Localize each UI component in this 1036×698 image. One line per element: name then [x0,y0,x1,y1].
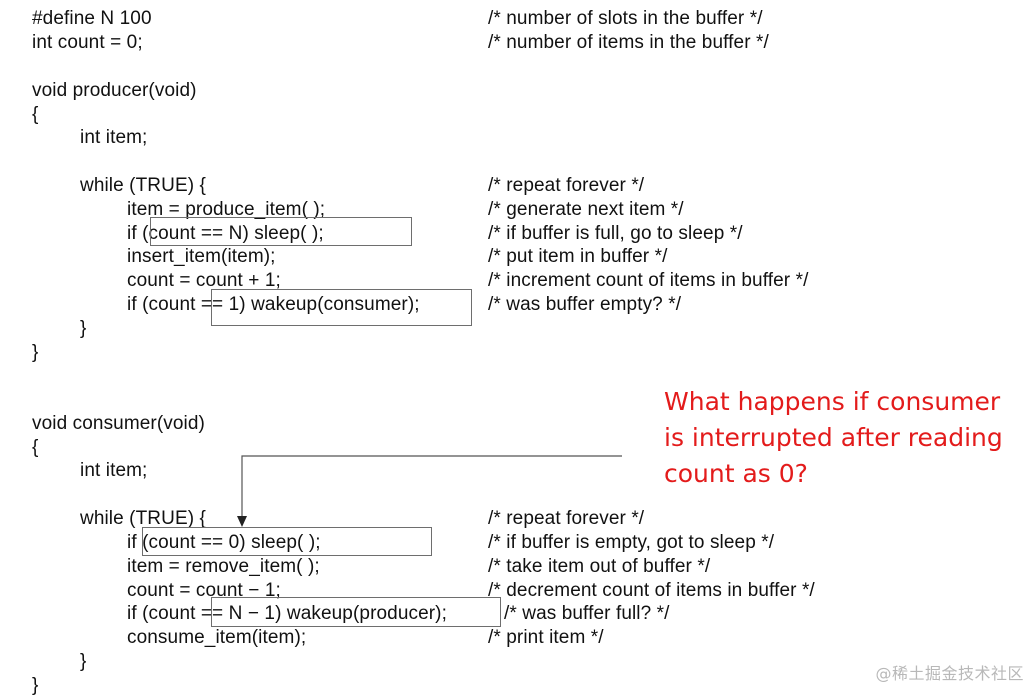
consumer-close-brace: } [32,675,39,696]
consumer-wakeup-comment: /* was buffer full? */ [504,603,670,624]
consumer-while-line: while (TRUE) { [80,508,206,529]
annotation-line-1: What happens if consumer [664,387,1001,416]
define-comment: /* number of slots in the buffer */ [488,8,763,29]
increment-line: count = count + 1; [127,270,281,291]
define-line: #define N 100 [32,8,152,29]
consumer-item-declaration: int item; [80,460,148,481]
consumer-wakeup-highlight-box [211,597,501,627]
producer-item-declaration: int item; [80,127,148,148]
producer-wakeup-line: if (count == 1) wakeup(consumer); [127,294,420,315]
insert-item-line: insert_item(item); [127,246,276,267]
annotation-line-2: is interrupted after reading [664,423,1003,452]
annotation-note: What happens if consumer is interrupted … [664,384,1034,492]
remove-item-line: item = remove_item( ); [127,556,320,577]
produce-item-line: item = produce_item( ); [127,199,326,220]
producer-wakeup-highlight-box [211,289,472,326]
increment-comment: /* increment count of items in buffer */ [488,270,809,291]
producer-while-comment: /* repeat forever */ [488,175,645,196]
consumer-while-comment: /* repeat forever */ [488,508,645,529]
consume-item-comment: /* print item */ [488,627,604,648]
watermark: @稀土掘金技术社区 [875,664,1024,683]
producer-while-line: while (TRUE) { [80,175,206,196]
count-declaration: int count = 0; [32,32,143,53]
producer-sleep-comment: /* if buffer is full, go to sleep */ [488,223,743,244]
produce-item-comment: /* generate next item */ [488,199,684,220]
consumer-sleep-highlight-box [142,527,432,556]
producer-wakeup-comment: /* was buffer empty? */ [488,294,682,315]
producer-sleep-highlight-box [150,217,412,246]
remove-item-comment: /* take item out of buffer */ [488,556,711,577]
consumer-wakeup-line: if (count == N − 1) wakeup(producer); [127,603,447,624]
consumer-sleep-comment: /* if buffer is empty, got to sleep */ [488,532,775,553]
insert-item-comment: /* put item in buffer */ [488,246,668,267]
decrement-line: count = count − 1; [127,580,281,601]
count-comment: /* number of items in the buffer */ [488,32,769,53]
producer-open-brace: { [32,104,39,125]
consume-item-line: consume_item(item); [127,627,307,648]
annotation-arrowhead [237,516,247,527]
consumer-open-brace: { [32,437,39,458]
consumer-signature: void consumer(void) [32,413,205,434]
annotation-line-3: count as 0? [664,459,808,488]
decrement-comment: /* decrement count of items in buffer */ [488,580,815,601]
producer-sleep-line: if (count == N) sleep( ); [127,223,324,244]
consumer-while-close-brace: } [80,651,87,672]
producer-close-brace: } [32,342,39,363]
consumer-sleep-line: if (count == 0) sleep( ); [127,532,321,553]
producer-signature: void producer(void) [32,80,197,101]
producer-while-close-brace: } [80,318,87,339]
